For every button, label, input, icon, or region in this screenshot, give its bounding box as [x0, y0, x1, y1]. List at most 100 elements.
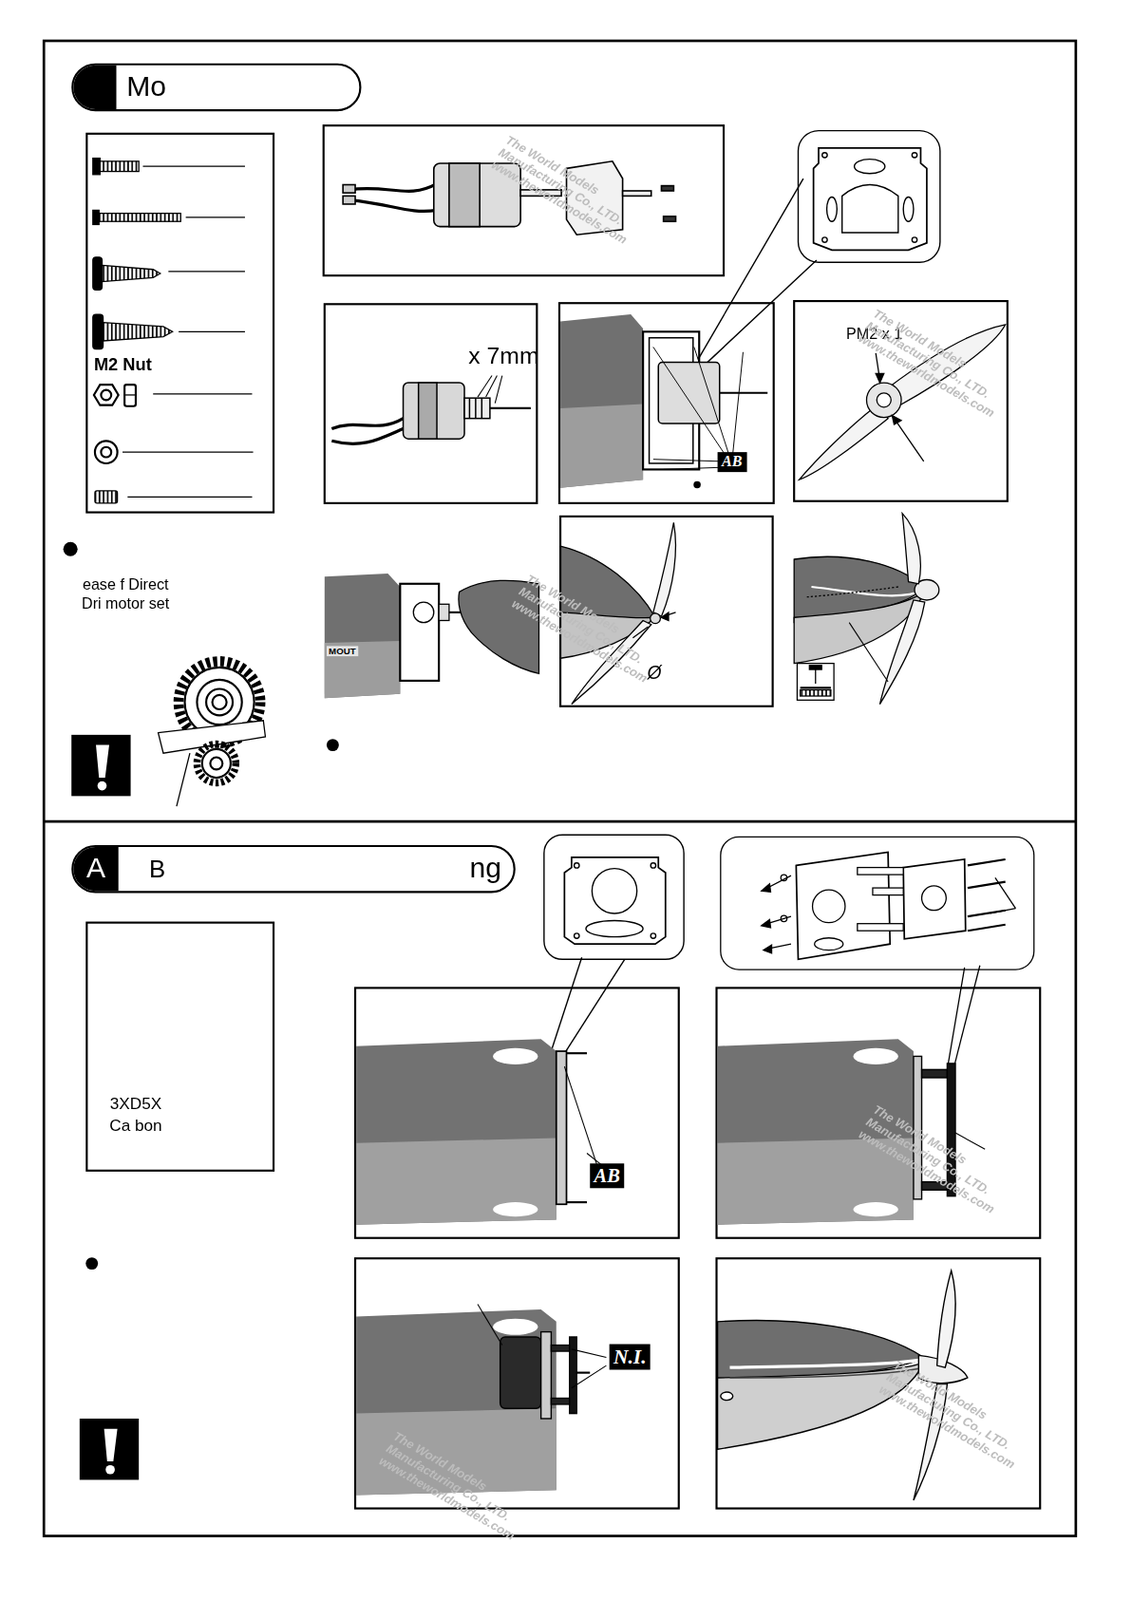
- firewall-callout: [564, 857, 665, 944]
- bullet-dot: [63, 481, 701, 1270]
- propeller-panel: [875, 373, 885, 383]
- fuselage-firewall-panel: [560, 314, 643, 489]
- standoff-callout: [922, 886, 947, 911]
- firewall-callout: [903, 196, 914, 222]
- firewall-callout: [650, 933, 656, 939]
- node-text: 3XD5X Ca bon: [101, 1093, 170, 1136]
- gear-drawing: [158, 720, 266, 754]
- parts-drawing: [122, 451, 254, 453]
- firewall-callout: [813, 148, 927, 250]
- fuselage-panel: [500, 1337, 542, 1409]
- propeller-panel: [867, 382, 903, 418]
- propeller-panel: [891, 415, 902, 425]
- parts-drawing: [100, 390, 112, 401]
- gear-drawing: [158, 660, 266, 807]
- page-frame: [43, 820, 1076, 824]
- propeller-panel: [799, 406, 889, 480]
- fuselage-panel: [955, 1132, 985, 1150]
- assembled-nose-panel: [811, 586, 924, 596]
- firewall-callout: [591, 868, 637, 914]
- decal-text: MOUT: [326, 645, 359, 657]
- assembled-nose-panel: [809, 665, 822, 670]
- standoff-callout: [990, 908, 1017, 914]
- motor-mount-panel: [622, 190, 652, 196]
- standoff-callout: [761, 884, 772, 893]
- standoff-callout: [953, 965, 981, 1071]
- firewall-callout: [544, 834, 684, 960]
- cowl-panel: [324, 641, 401, 699]
- tag-text: AB: [594, 1164, 621, 1187]
- fuselage-panel: [356, 1137, 557, 1225]
- pinion-drawing: [490, 407, 531, 410]
- part-tag: N.I.: [609, 1344, 651, 1371]
- standoff-callout: [780, 874, 787, 881]
- firewall-callout: [550, 957, 582, 1052]
- parts-drawing: [142, 166, 245, 168]
- standoff-callout: [967, 924, 1006, 931]
- fuselage-firewall-panel: [653, 346, 744, 470]
- parts-drawing: [94, 490, 118, 504]
- standoff-callout: [857, 867, 904, 876]
- parts-drawing: [93, 158, 254, 504]
- part-tag: AB: [717, 452, 747, 472]
- bullet-dot: [693, 481, 701, 490]
- pinion-drawing: [418, 382, 437, 439]
- fuselage-panel: [477, 1304, 503, 1346]
- text-holder: 3XD5X Ca bon: [101, 1093, 170, 1136]
- motor-mount-panel: [323, 125, 724, 276]
- fuselage-panel: [566, 1201, 587, 1204]
- warning-sign: [104, 1429, 118, 1462]
- standoff-callout: [763, 944, 773, 954]
- cowl-panel: [449, 611, 462, 614]
- fuselage-firewall-panel: [653, 346, 725, 454]
- fuselage-panel: [922, 1069, 948, 1078]
- parts-drawing: [124, 394, 136, 396]
- parts-drawing: [127, 496, 252, 498]
- page-frame: [43, 40, 1076, 1537]
- firewall-callout: [574, 933, 580, 939]
- fuselage-panel: [550, 1397, 569, 1404]
- bullet-dot: [326, 738, 340, 752]
- fuselage-firewall-panel: [559, 302, 774, 504]
- fuselage-panel: [569, 1337, 578, 1415]
- fuselage-firewall-panel: [653, 459, 720, 462]
- tag-text: AB: [721, 452, 743, 472]
- firewall-callout: [706, 260, 817, 364]
- standoff-callout: [857, 924, 904, 932]
- cowl-panel: [438, 603, 450, 621]
- motor-mount-panel: [349, 200, 437, 212]
- assembled-nose-panel: [806, 586, 899, 598]
- firewall-callout: [854, 159, 886, 174]
- standoff-callout: [812, 889, 846, 923]
- finished-nose-panel: [720, 1392, 734, 1401]
- node-text: x 7mm: [468, 341, 539, 370]
- assembled-nose-panel: [879, 600, 925, 705]
- parts-drawing: [178, 331, 246, 333]
- standoff-callout: [995, 877, 1016, 908]
- fuselage-firewall-panel: [559, 302, 774, 504]
- label-holder: ease f Direct Dri motor set: [81, 575, 170, 613]
- warning-sign: [71, 735, 131, 796]
- parts-drawing: [93, 209, 99, 225]
- fuselage-panel: [716, 987, 1041, 1238]
- fuselage-panel: [853, 1202, 899, 1217]
- fuselage-firewall-panel: [658, 362, 719, 424]
- gear-drawing: [196, 744, 236, 784]
- text-holder: Mo: [126, 70, 167, 103]
- node-text: ng: [469, 851, 501, 885]
- pinion-drawing: [481, 397, 484, 418]
- node-text: B: [149, 855, 166, 885]
- standoff-callout: [780, 915, 787, 922]
- pinion-drawing: [403, 382, 465, 439]
- parts-drawing: [93, 257, 103, 290]
- pinion-drawing: [486, 376, 498, 398]
- standoff-callout: [946, 967, 964, 1070]
- part-tag: AB: [589, 1163, 624, 1189]
- standoff-callout: [814, 938, 844, 951]
- fuselage-panel: [571, 1349, 607, 1359]
- bullet-dot: [63, 542, 78, 557]
- assembled-nose-panel: [902, 513, 921, 585]
- standoff-callout: [761, 919, 772, 928]
- fuselage-panel: [556, 1051, 567, 1205]
- parts-drawing: [94, 384, 119, 405]
